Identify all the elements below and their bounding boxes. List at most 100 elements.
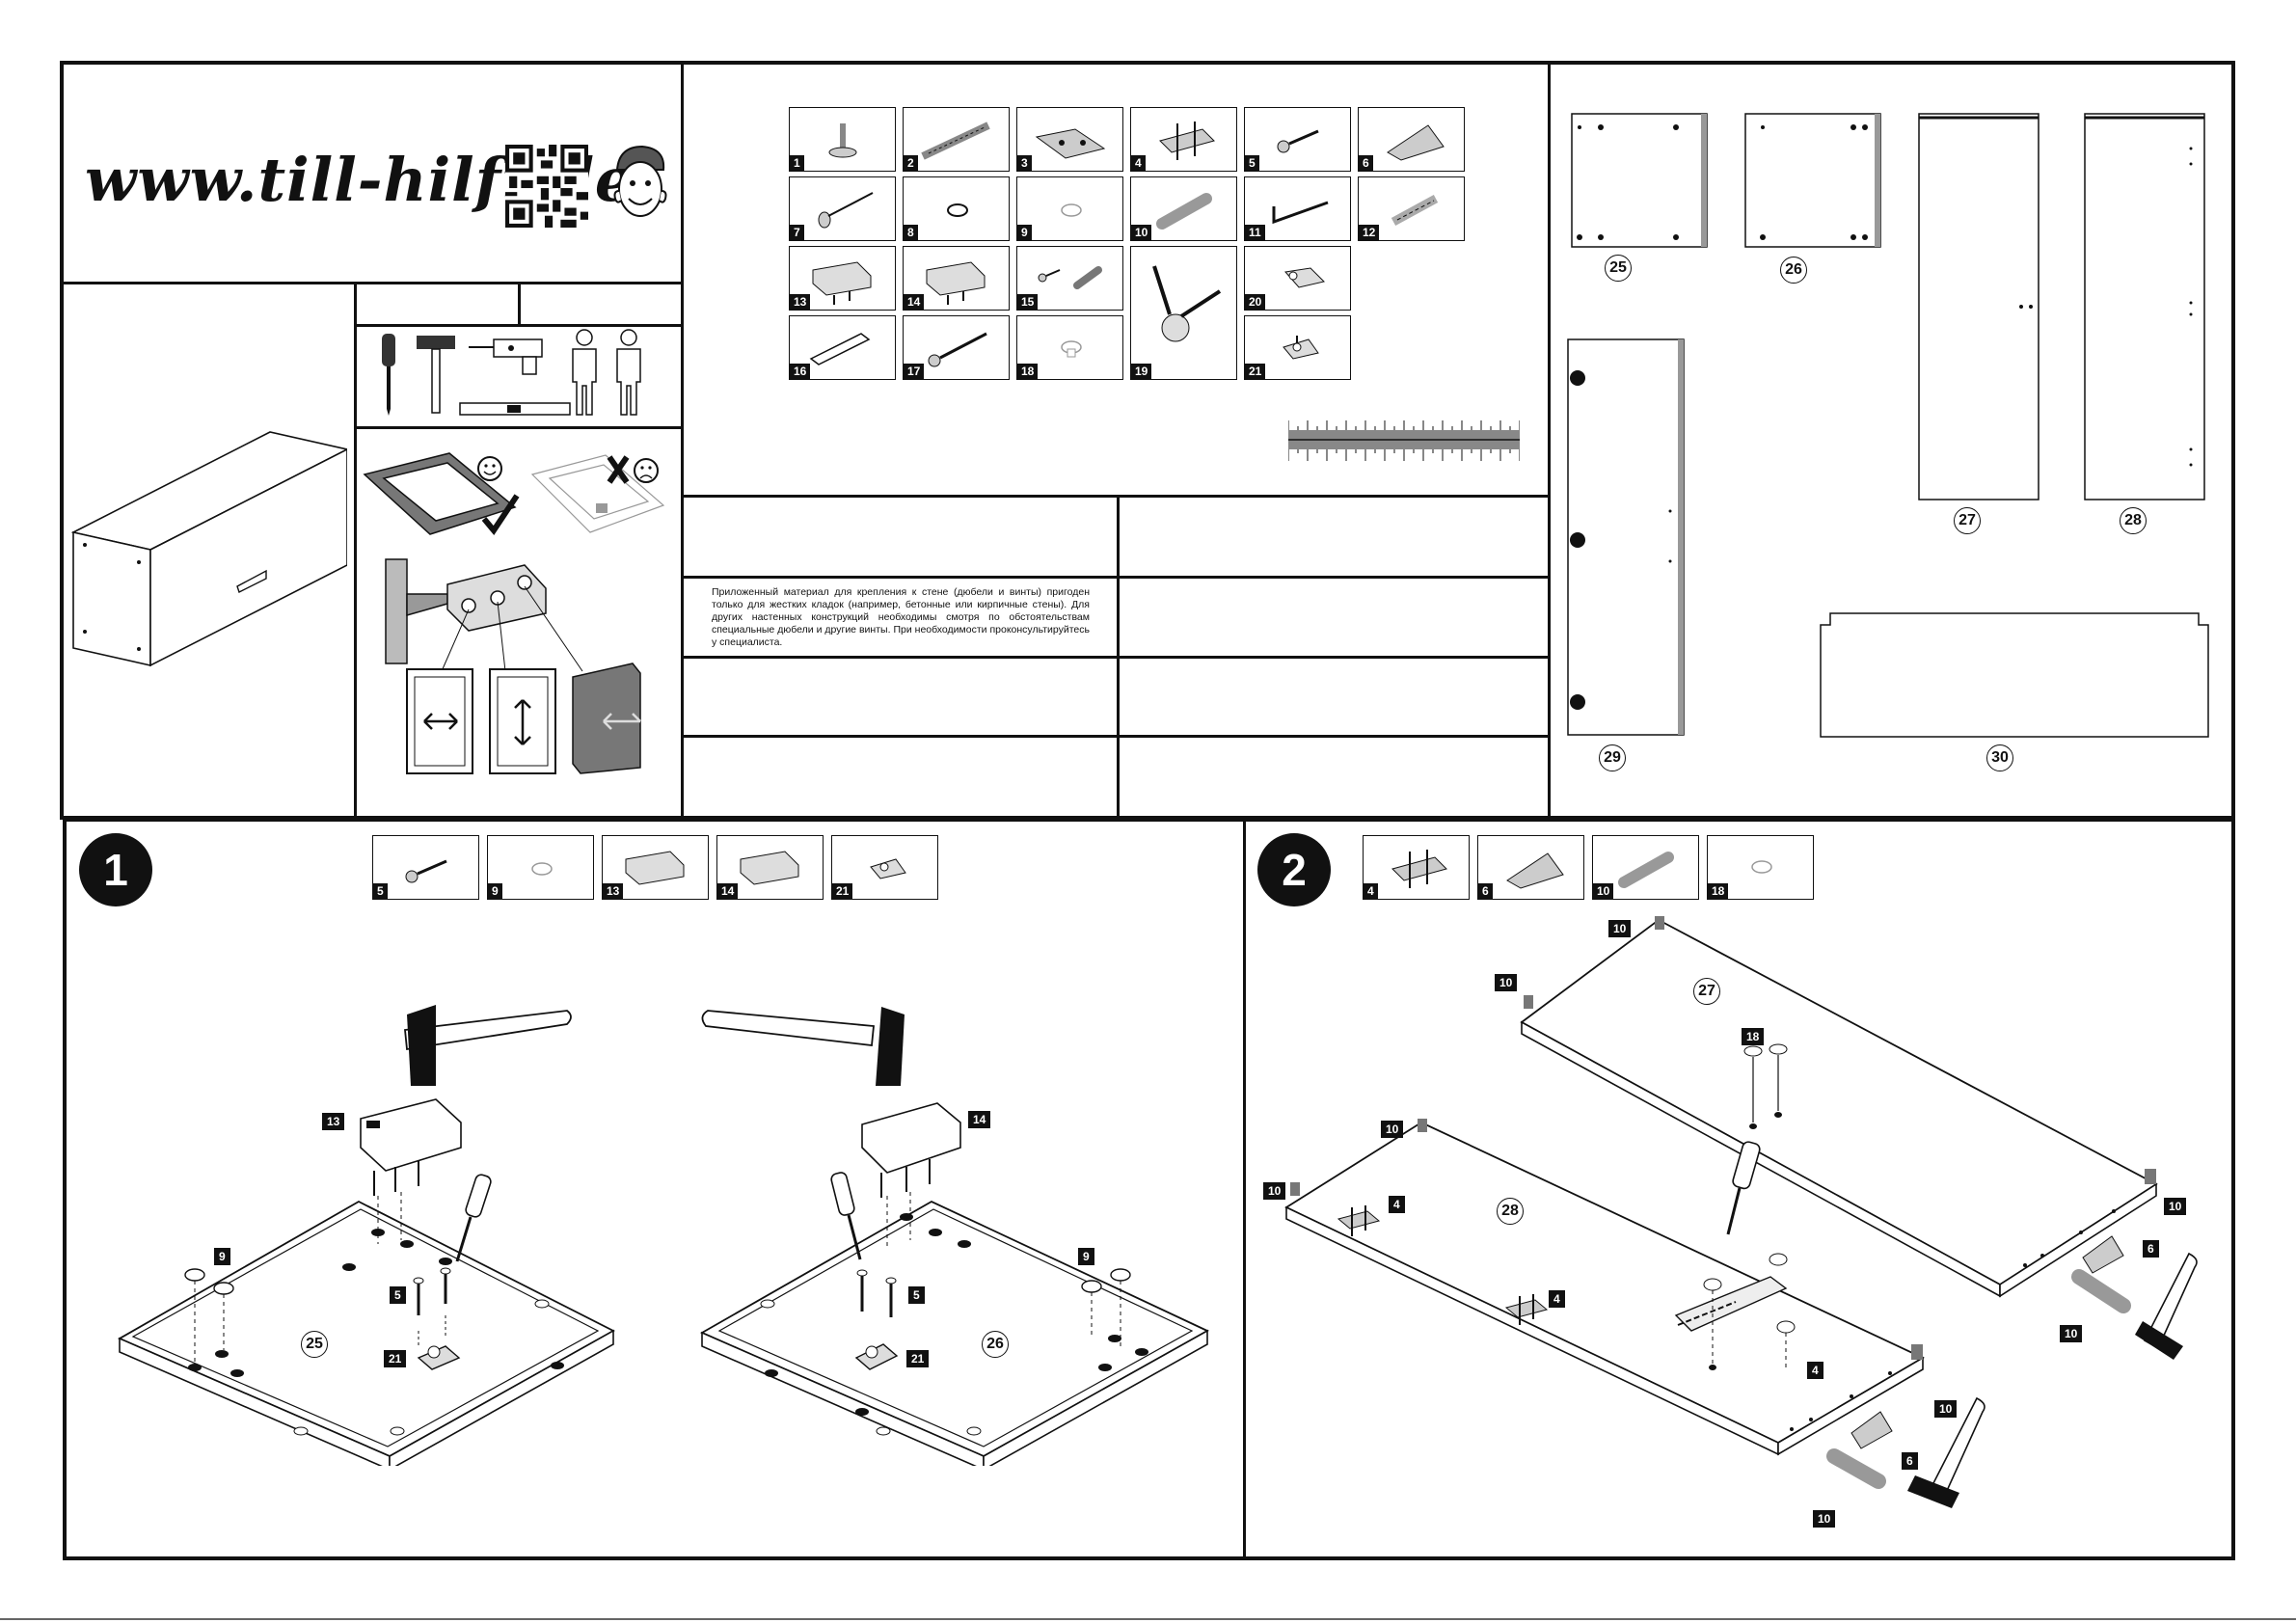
part-number: 4 [1131,155,1146,171]
part-21: 21 [1244,315,1351,380]
part-17: 17 [903,315,1010,380]
part-7: 7 [789,176,896,241]
callout-10: 10 [1381,1121,1404,1138]
panel-26-drawing [1744,113,1881,248]
level-icon [459,402,571,416]
screw-icon [405,859,447,883]
part-number: 3 [1017,155,1032,171]
part-number: 10 [1131,225,1152,240]
panel-label-25: 25 [1605,255,1632,282]
panel-30-drawing [1820,612,2209,738]
callout-18: 18 [1742,1028,1765,1045]
part-9: 9 [1016,176,1123,241]
part-number: 6 [1359,155,1373,171]
dowel-icon [1618,852,1674,888]
part-13: 13 [789,246,896,311]
step1-part-9: 9 [487,835,594,900]
part-number: 4 [1364,883,1378,899]
callout-10: 10 [1608,920,1632,937]
part-15: 15 [1016,246,1123,311]
step2-part-4: 4 [1363,835,1470,900]
part-3: 3 [1016,107,1123,172]
panel-25-drawing [1571,113,1708,248]
part-number: 19 [1131,364,1152,379]
part-number: 14 [904,294,925,310]
part-number: 12 [1359,225,1380,240]
part-number: 9 [1017,225,1032,240]
screw-icon [1277,129,1319,153]
step2-panel-label-28: 28 [1497,1198,1524,1225]
part-19: 19 [1130,246,1237,380]
divider [518,282,521,326]
part-2: 2 [903,107,1010,172]
step2-board-28-illustration [1284,1119,1985,1508]
step-1-badge: 1 [79,833,152,906]
step1-part-21: 21 [831,835,938,900]
step1-panel-label-25: 25 [301,1331,328,1358]
callout-10: 10 [1495,974,1518,991]
part-number: 21 [1245,364,1266,379]
callout-10: 10 [2164,1198,2187,1215]
panel-label-30: 30 [1986,744,2013,771]
step1-part-13: 13 [602,835,709,900]
divider [681,735,1549,738]
drill-icon [469,338,543,375]
part-number: 7 [790,225,804,240]
step1-board-26-illustration [700,1007,1209,1466]
part-number: 5 [373,883,388,899]
callout-21: 21 [906,1350,930,1367]
divider [354,282,357,820]
part-number: 9 [488,883,502,899]
hook-screw-icon [1272,201,1329,225]
glue-icon [1506,852,1564,889]
hinge-adjustment-illustration [385,558,641,774]
callout-10: 10 [2060,1325,2083,1342]
callout-5: 5 [390,1286,406,1304]
callout-13: 13 [322,1113,345,1130]
part-number: 20 [1245,294,1266,310]
panel-label-26: 26 [1780,257,1807,284]
part-number: 6 [1478,883,1493,899]
panel-29-drawing [1567,338,1685,736]
step2-panel-label-27: 27 [1693,978,1720,1005]
bracket-icon [1283,336,1319,360]
part-number: 5 [1245,155,1259,171]
handle-screw-icon [1038,266,1102,289]
glue-icon [1387,124,1445,161]
divider [681,656,1549,659]
callout-6: 6 [1902,1452,1918,1470]
part-number: 15 [1017,294,1039,310]
divider [1243,818,1246,1560]
peg-icon [1061,340,1082,358]
part-5: 5 [1244,107,1351,172]
panel-label-27: 27 [1954,507,1981,534]
step2-part-18: 18 [1707,835,1814,900]
callout-10: 10 [1263,1182,1286,1200]
qr-code[interactable] [505,145,588,228]
part-number: 21 [832,883,853,899]
callout-9: 9 [214,1248,230,1265]
callout-4: 4 [1389,1196,1405,1213]
part-number: 8 [904,225,918,240]
bottom-frame [63,818,2235,1560]
part-number: 13 [603,883,624,899]
panel-label-28: 28 [2120,507,2147,534]
part-18: 18 [1016,315,1123,380]
mounting-plate-icon [1391,850,1447,888]
shelf-support-icon [1061,203,1082,217]
wood-screw-icon [928,332,987,367]
flap-stay-icon [1152,265,1222,342]
callout-10: 10 [1813,1510,1836,1528]
step-2-badge: 2 [1257,833,1331,906]
two-persons-icon [572,329,641,416]
part-number: 2 [904,155,918,171]
callout-4: 4 [1549,1290,1565,1308]
part-10: 10 [1130,176,1237,241]
hinge-icon [1035,128,1106,159]
panel-27-drawing [1918,113,2039,500]
part-number: 18 [1708,883,1729,899]
part-6: 6 [1358,107,1465,172]
part-4: 4 [1130,107,1237,172]
shelf-support-icon [531,862,553,876]
step1-part-14: 14 [716,835,824,900]
